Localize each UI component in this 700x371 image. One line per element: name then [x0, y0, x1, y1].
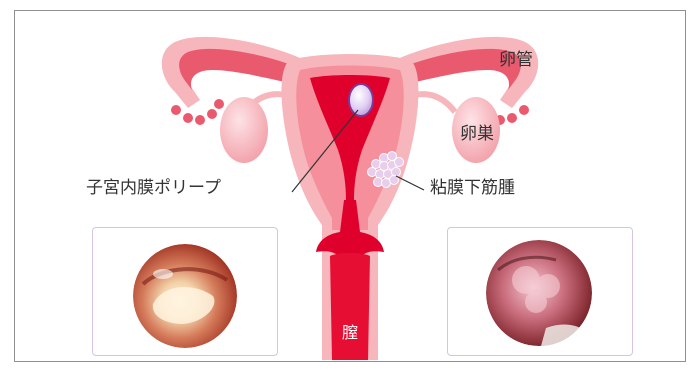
vaginal-lumen [330, 253, 370, 360]
ovary-label: 卵巣 [460, 126, 494, 143]
left-fimbriae [171, 99, 224, 125]
fibroid-label: 粘膜下筋腫 [430, 180, 515, 197]
left-ovary [220, 97, 268, 163]
polyp-endoscopic-image [133, 244, 237, 348]
fallopian-tube-label: 卵管 [499, 52, 533, 69]
polyp-label: 子宮内膜ポリープ [86, 180, 221, 197]
fibroid-endoscopic-image [486, 240, 592, 346]
endometrial-polyp [349, 84, 373, 116]
vagina-label: 膣 [342, 325, 358, 341]
